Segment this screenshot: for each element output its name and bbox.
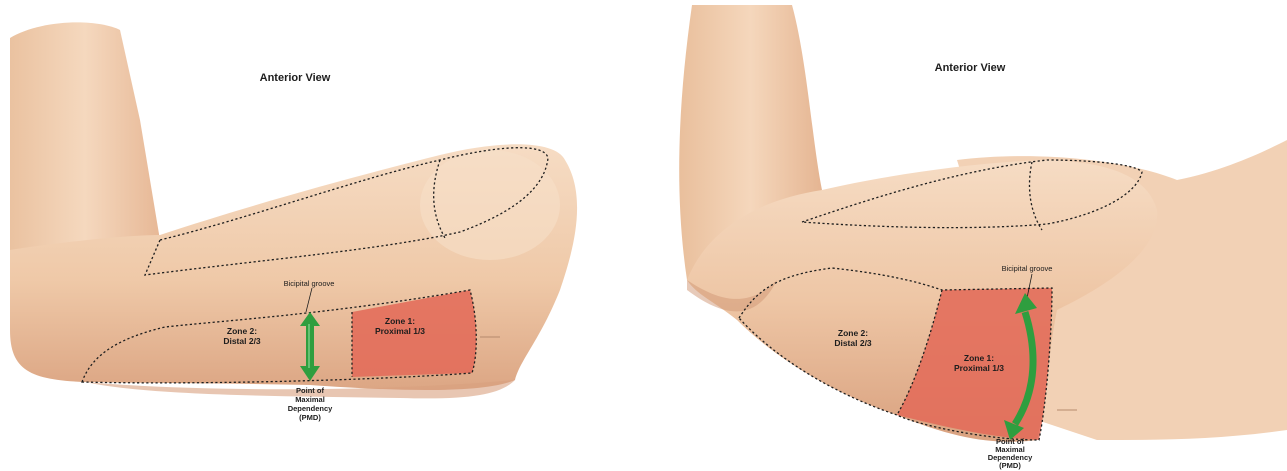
left-panel-illustration: Anterior View Bicipital groove Zone 2: D…: [0, 0, 630, 471]
right-arm-diagram: Anterior View Bicipital groove Zone 2: D…: [657, 0, 1287, 471]
right-title: Anterior View: [935, 62, 1006, 74]
left-zone2-line1: Zone 2:: [227, 326, 257, 336]
left-pmd-line4: (PMD): [299, 413, 321, 422]
left-pmd-line3: Dependency: [288, 404, 333, 413]
right-groove-label: Bicipital groove: [1002, 264, 1053, 273]
left-groove-label: Bicipital groove: [284, 279, 335, 288]
left-pmd-line2: Maximal: [295, 395, 325, 404]
right-zone1-line1: Zone 1:: [964, 353, 994, 363]
right-zone2-line2: Distal 2/3: [834, 338, 872, 348]
left-forearm: [10, 22, 160, 260]
left-title: Anterior View: [260, 72, 331, 84]
right-pmd-line4: (PMD): [999, 461, 1021, 470]
left-zone1-line1: Zone 1:: [385, 316, 415, 326]
left-zone1-line2: Proximal 1/3: [375, 326, 425, 336]
right-panel-illustration: Anterior View Bicipital groove Zone 2: D…: [657, 0, 1287, 471]
left-arm-diagram: Anterior View Bicipital groove Zone 2: D…: [0, 0, 630, 471]
right-zone2-line1: Zone 2:: [838, 328, 868, 338]
right-zone1-line2: Proximal 1/3: [954, 363, 1004, 373]
left-pmd-line1: Point of: [296, 386, 324, 395]
left-zone2-line2: Distal 2/3: [223, 336, 261, 346]
